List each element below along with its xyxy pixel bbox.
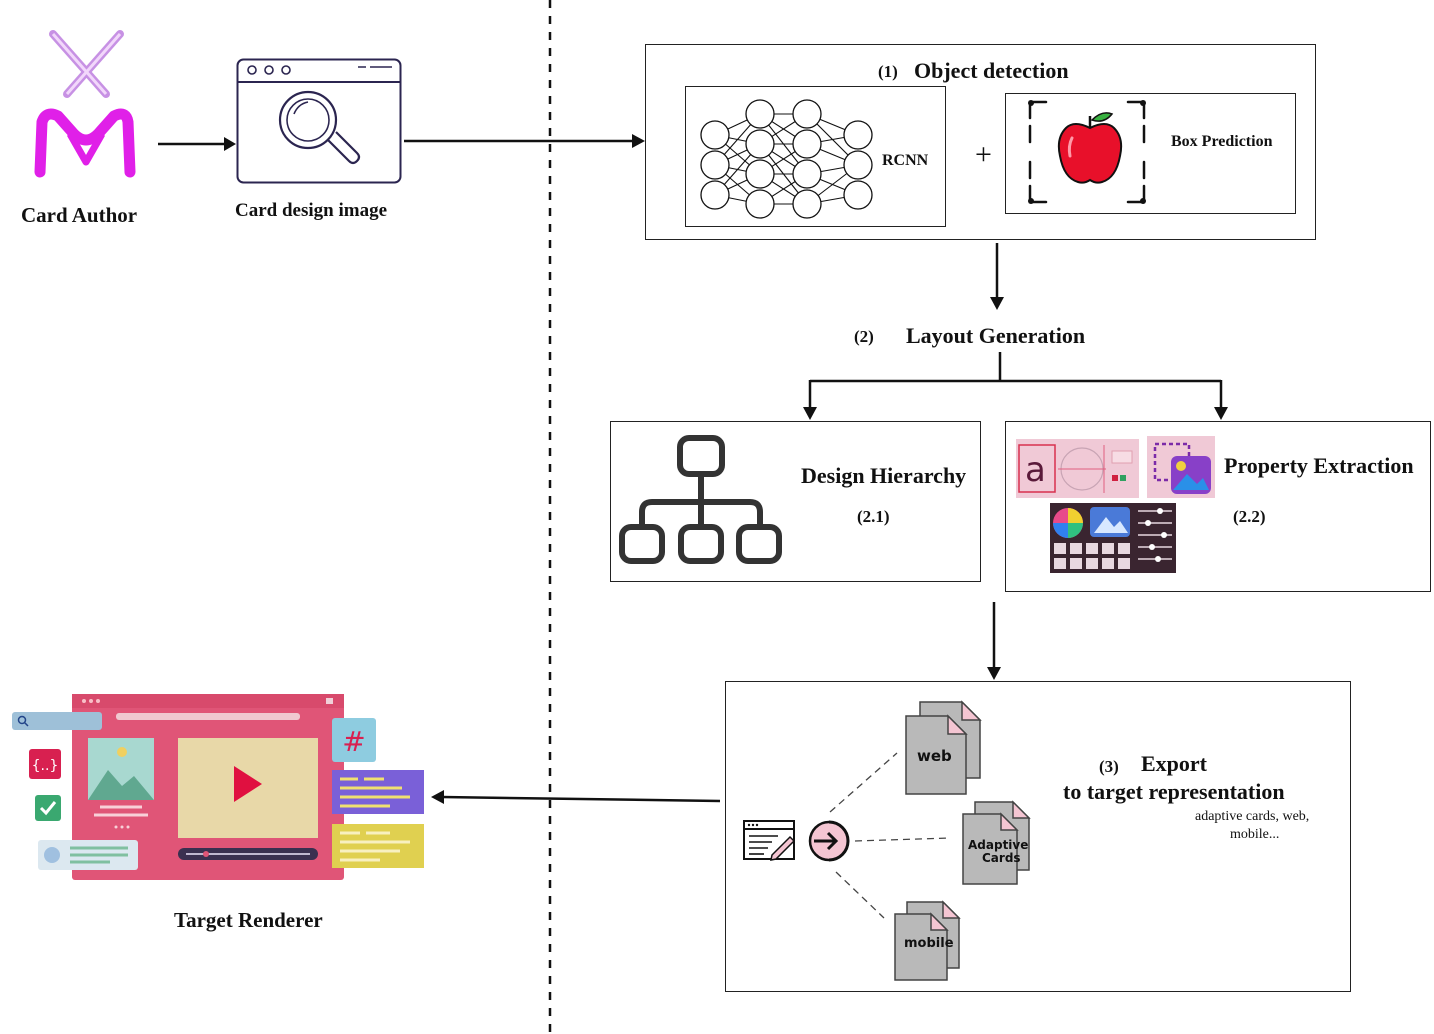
rcnn-label: RCNN — [882, 152, 929, 169]
step1-number: (1) — [878, 62, 898, 81]
step3-number: (3) — [1099, 757, 1119, 776]
box-prediction-label: Box Prediction — [1171, 133, 1273, 150]
step3-note-line2: mobile... — [1230, 827, 1280, 842]
design-hierarchy-title: Design Hierarchy — [801, 463, 967, 488]
step3-note-line1: adaptive cards, web, — [1195, 809, 1310, 824]
step2-title: Layout Generation — [906, 323, 1086, 348]
property-extraction-title: Property Extraction — [1224, 453, 1414, 478]
box-prediction-box — [1005, 93, 1296, 214]
step3-title-line2: to target representation — [1063, 779, 1285, 804]
typography-property-icon: a — [1016, 439, 1139, 498]
card-author-label: Card Author — [21, 203, 138, 227]
card-author-icon — [34, 30, 136, 178]
svg-text:{..}: {..} — [32, 758, 59, 774]
form-document-icon — [743, 820, 796, 861]
adaptive-cards-file-icon — [962, 800, 1031, 885]
step3-title-line1: Export — [1141, 751, 1207, 776]
bounding-box-apple-icon — [1028, 100, 1146, 204]
step2-number: (2) — [854, 327, 874, 346]
svg-text:a: a — [1025, 450, 1046, 490]
design-hierarchy-number: (2.1) — [857, 507, 890, 526]
hierarchy-icon — [619, 435, 782, 564]
adaptive-cards-file-label-line1: Adaptive — [968, 838, 1029, 852]
neural-network-icon — [700, 99, 873, 219]
plus-sign: + — [975, 138, 992, 171]
card-design-image-label: Card design image — [235, 200, 387, 221]
target-renderer-label: Target Renderer — [174, 908, 323, 932]
mobile-file-label: mobile — [904, 936, 954, 951]
palette-property-icon — [1050, 503, 1176, 573]
target-renderer-illustration: {..} # — [12, 694, 424, 880]
card-design-image-icon — [236, 58, 402, 184]
image-property-icon — [1147, 436, 1215, 498]
adaptive-cards-file-label-line2: Cards — [982, 851, 1021, 865]
step1-title: Object detection — [914, 58, 1069, 83]
svg-text:#: # — [342, 725, 365, 758]
property-extraction-number: (2.2) — [1233, 507, 1266, 526]
web-file-icon — [905, 700, 982, 795]
web-file-label: web — [917, 747, 952, 765]
export-login-icon — [808, 820, 850, 862]
mobile-file-icon — [894, 900, 961, 981]
